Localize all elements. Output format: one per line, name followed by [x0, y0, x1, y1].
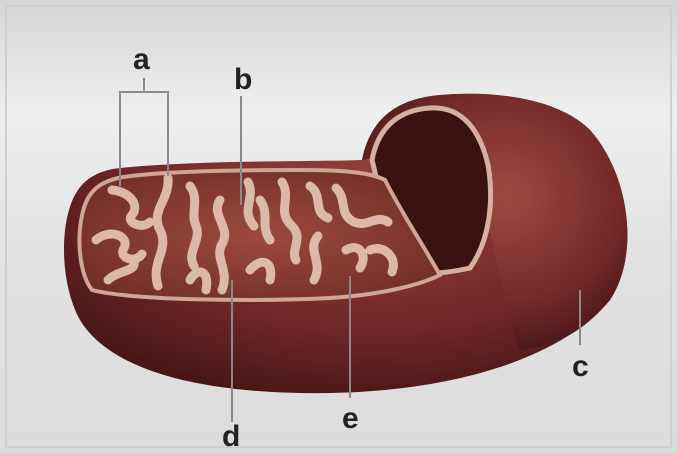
label-c: c: [572, 350, 589, 383]
label-d: d: [222, 420, 240, 453]
matrix: [79, 170, 440, 300]
label-b: b: [234, 63, 252, 96]
label-a: a: [133, 43, 150, 76]
label-e: e: [342, 402, 359, 435]
crista: [314, 236, 318, 280]
crista: [248, 182, 254, 226]
